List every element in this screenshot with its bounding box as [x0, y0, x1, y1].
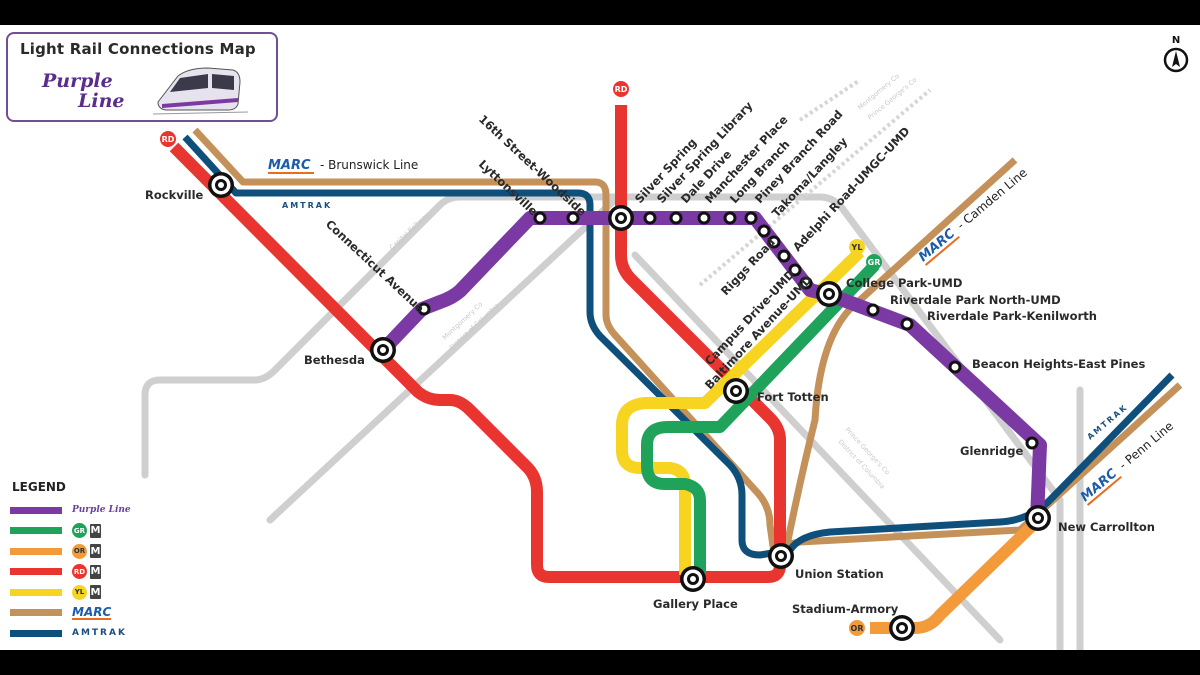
legend: LEGEND Purple Line GR M OR M RD M YL M M…: [10, 480, 180, 644]
gr-badge-legend: GR: [72, 523, 87, 539]
label-bethesda: Bethesda: [304, 353, 365, 367]
yl-badge-legend: YL: [72, 584, 87, 600]
label-beacon-heights: Beacon Heights-East Pines: [972, 357, 1145, 371]
svg-text:RD: RD: [162, 135, 175, 144]
purple-line-logo-word2: Line: [78, 90, 125, 112]
rd-badge-legend: RD: [72, 564, 87, 580]
metro-icon: M: [90, 523, 101, 538]
svg-text:GR: GR: [868, 258, 881, 267]
brunswick-line-label: - Brunswick Line: [320, 158, 418, 172]
legend-item-amtrak: AMTRAK: [10, 623, 180, 644]
svg-text:RD: RD: [615, 85, 628, 94]
amtrak-logo-west: AMTRAK: [282, 201, 332, 210]
map-title: Light Rail Connections Map: [20, 40, 256, 58]
label-riverdale-park-north: Riverdale Park North-UMD: [890, 293, 1061, 307]
legend-swatch-purple: [10, 506, 62, 514]
station-labels: Rockville Bethesda Connecticut Avenue 16…: [145, 98, 1155, 616]
legend-item-purple: Purple Line: [10, 500, 180, 521]
purple-line-mini-logo: Purple Line: [72, 505, 131, 516]
red-line: [169, 105, 786, 583]
gr-badge: [866, 254, 882, 270]
capital-beltway-label: Capital Beltway: [388, 211, 431, 252]
legend-swatch-amtrak: [10, 629, 62, 637]
legend-swatch-yellow: [10, 588, 62, 596]
rd-badge-left: [160, 131, 176, 147]
camden-line-label: - Camden Line: [954, 166, 1030, 233]
metro-icon: M: [90, 564, 101, 579]
metro-icon: M: [90, 585, 101, 600]
line-badges: RD RD YL GR OR: [160, 81, 882, 636]
legend-item-green: GR M: [10, 521, 180, 542]
svg-text:OR: OR: [851, 624, 864, 633]
label-rockville: Rockville: [145, 188, 204, 202]
marc-logo-brunswick: MARC: [268, 158, 311, 173]
label-glenridge: Glenridge: [960, 444, 1023, 458]
label-fort-totten: Fort Totten: [757, 390, 829, 404]
legend-title: LEGEND: [12, 480, 66, 494]
yl-badge: [849, 239, 865, 255]
county-boundaries: [698, 78, 932, 287]
legend-swatch-orange: [10, 547, 62, 555]
north-arrow: N: [1161, 35, 1191, 78]
legend-item-marc: MARC: [10, 603, 180, 624]
legend-swatch-red: [10, 568, 62, 576]
amtrak-logo-legend: AMTRAK: [72, 628, 127, 639]
label-gallery-place: Gallery Place: [653, 597, 738, 611]
label-stadium-armory: Stadium-Armory: [792, 602, 899, 616]
metro-icon: M: [90, 544, 101, 559]
label-union-station: Union Station: [795, 567, 884, 581]
title-box: Light Rail Connections Map Purple Line: [6, 32, 278, 122]
marc-logo-legend: MARC: [72, 604, 112, 620]
gray-roads: [141, 191, 1084, 650]
or-badge: [849, 620, 865, 636]
transfer-stations: [208, 172, 1051, 641]
north-label: N: [1171, 35, 1181, 46]
green-line: [641, 260, 880, 575]
legend-item-orange: OR M: [10, 541, 180, 562]
rd-badge-top: [613, 81, 629, 97]
legend-swatch-marc: [10, 609, 62, 617]
compass-icon: [1163, 47, 1189, 73]
purple-line: [377, 211, 1047, 521]
legend-item-yellow: YL M: [10, 582, 180, 603]
purple-line-logo-word1: Purple: [42, 70, 113, 92]
transit-map: Capital Beltway Montgomery Co District o…: [0, 25, 1200, 650]
purple-stops: [417, 211, 1039, 450]
light-rail-train-icon: [152, 67, 248, 115]
amtrak-line: [182, 134, 1175, 559]
svg-text:YL: YL: [851, 243, 863, 252]
label-riverdale-park-kenilworth: Riverdale Park-Kenilworth: [927, 309, 1097, 323]
label-college-park: College Park-UMD: [846, 276, 962, 290]
legend-swatch-green: [10, 527, 62, 535]
map-canvas: Capital Beltway Montgomery Co District o…: [141, 72, 1183, 650]
or-badge-legend: OR: [72, 543, 87, 559]
yellow-line: [616, 247, 865, 575]
orange-line: [870, 513, 1045, 634]
label-new-carrollton: New Carrollton: [1058, 520, 1155, 534]
legend-item-red: RD M: [10, 562, 180, 583]
